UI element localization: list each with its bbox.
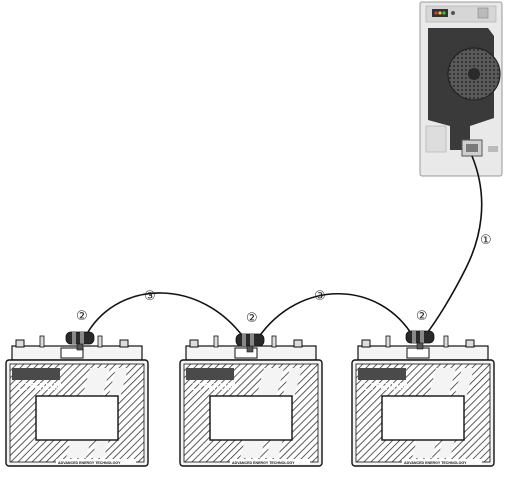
charger-cable — [423, 155, 483, 338]
label-terminal-left: ② — [76, 309, 88, 324]
battery-middle: LITHIUM ADVANCED ENERGY TECHNOLOGY — [179, 335, 323, 467]
battery-brand: LITHIUM — [192, 382, 236, 393]
cables — [87, 155, 483, 339]
battery-brand: LITHIUM — [18, 382, 62, 393]
label-jumper-left: ③ — [144, 289, 156, 304]
charger-vent — [488, 146, 498, 152]
label-jumper-right: ③ — [314, 289, 326, 304]
label-charger-cable: ① — [480, 233, 492, 248]
jumper-cable-right — [257, 293, 415, 339]
battery-left: LITHIUM ADVANCED ENERGY TECHNOLOGY — [5, 335, 149, 467]
battery-tagline: ADVANCED ENERGY TECHNOLOGY — [404, 461, 467, 465]
battery-brand: LITHIUM — [364, 382, 408, 393]
jumper-cable-left — [87, 292, 245, 339]
charger — [419, 1, 503, 177]
label-terminal-middle: ② — [246, 311, 258, 326]
battery-tagline: ADVANCED ENERGY TECHNOLOGY — [232, 461, 295, 465]
charger-bracket — [425, 125, 447, 153]
socket-hole — [466, 144, 478, 152]
led-green — [442, 11, 446, 15]
battery-tagline: ADVANCED ENERGY TECHNOLOGY — [58, 461, 121, 465]
led-red — [434, 11, 438, 15]
charger-knob — [477, 7, 489, 19]
led-yellow — [438, 11, 442, 15]
battery-right: LITHIUM ADVANCED ENERGY TECHNOLOGY — [351, 335, 495, 467]
charger-screw — [451, 11, 455, 15]
fan-hub — [468, 68, 480, 80]
label-terminal-right: ② — [416, 309, 428, 324]
